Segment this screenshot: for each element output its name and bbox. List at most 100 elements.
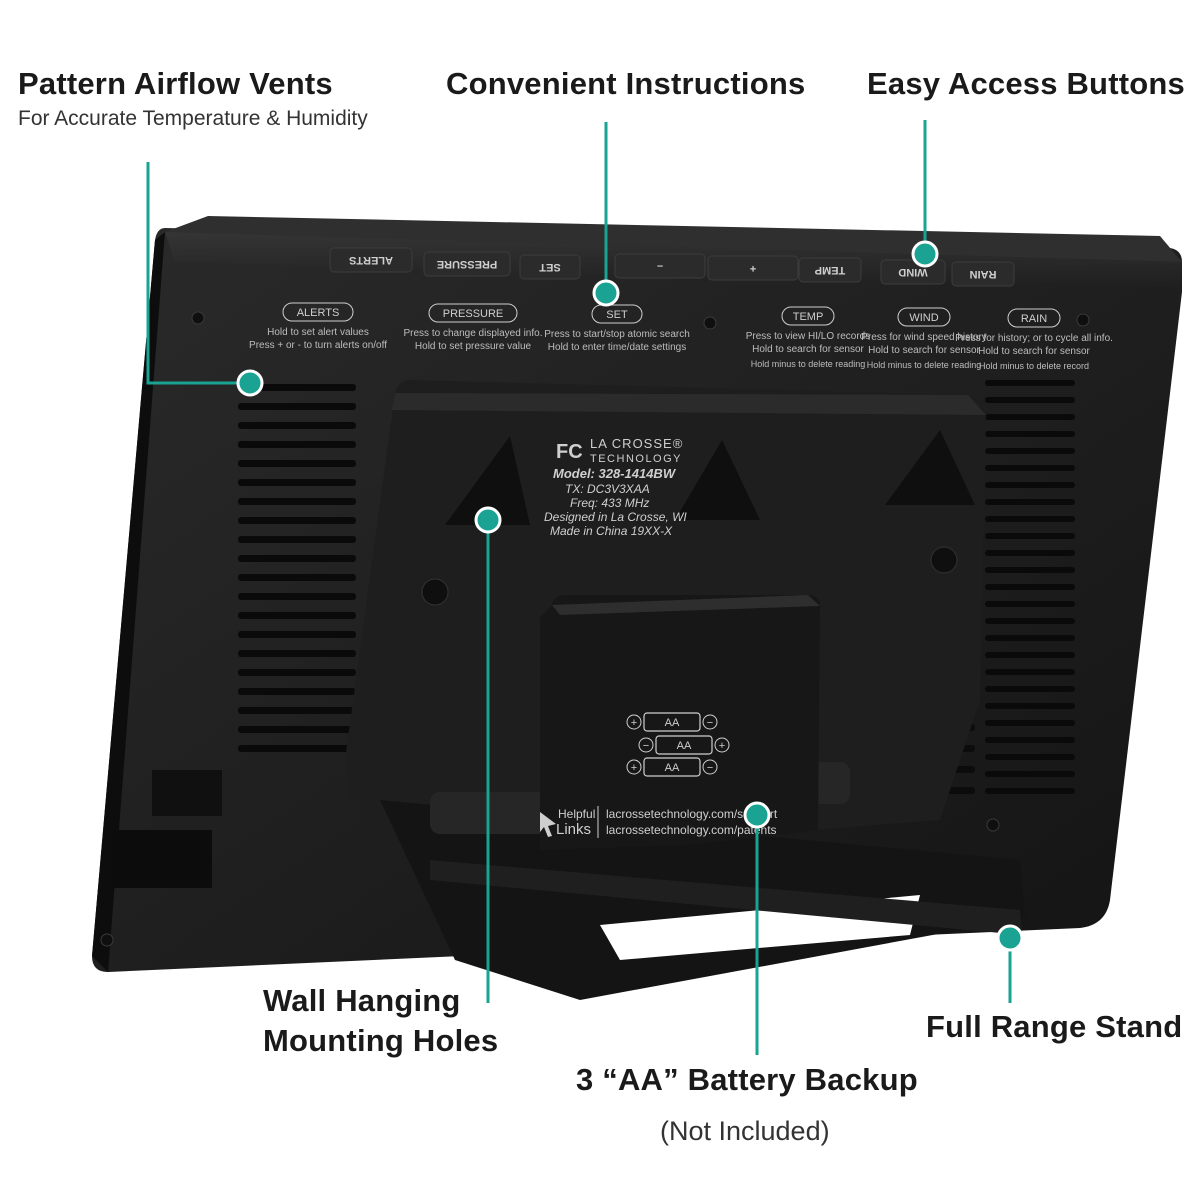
battery-cell-3: AA+− (626, 757, 718, 777)
svg-text:+: + (719, 740, 725, 752)
instruction-label: RAIN (1021, 313, 1047, 325)
vent-slot (985, 550, 1075, 556)
fcc-logo: FC (556, 441, 583, 463)
vents-callout-subtitle: For Accurate Temperature & Humidity (18, 107, 368, 130)
brand-line2: TECHNOLOGY (590, 453, 682, 465)
vent-slot (985, 686, 1075, 692)
tx-text: TX: DC3V3XAA (565, 482, 650, 496)
made-text: Made in China 19XX-X (550, 524, 673, 538)
instruction-line3: Hold minus to delete reading (867, 360, 982, 370)
vent-slot (238, 726, 356, 733)
hardware-button-label: ALERTS (349, 254, 393, 266)
vent-slot (985, 397, 1075, 403)
vent-slot (985, 380, 1075, 386)
vents-dot (236, 369, 264, 397)
hardware-button-label: – (657, 260, 663, 272)
battery-cell-1: AA + − (626, 712, 718, 732)
vent-slot (985, 465, 1075, 471)
vent-slot (985, 414, 1075, 420)
vent-slot (985, 635, 1075, 641)
svg-text:−: − (707, 717, 713, 729)
svg-text:+: + (631, 717, 637, 729)
vent-slot (985, 703, 1075, 709)
hardware-button-1: ALERTS (329, 247, 413, 273)
mounting-dot (474, 506, 502, 534)
vent-slot (238, 555, 356, 562)
instruction-line2: Hold to enter time/date settings (548, 342, 686, 353)
mounting-callout-line1: Wall Hanging (263, 983, 461, 1018)
instruction-line3: Hold minus to delete record (979, 361, 1089, 371)
vent-slot (985, 567, 1075, 573)
vent-slot (238, 631, 356, 638)
battery-cell-2: AA − + (638, 735, 730, 755)
label-plate: FC LA CROSSE® TECHNOLOGY Model: 328-1414… (544, 436, 687, 538)
instruction-line1: Press to start/stop atomic search (544, 329, 690, 340)
instruction-line2: Hold to search for sensor (752, 344, 864, 355)
vent-slot (238, 384, 356, 391)
model-text: Model: 328-1414BW (553, 466, 677, 481)
battery-callout-title: 3 “AA” Battery Backup (576, 1062, 918, 1097)
vent-slot (985, 618, 1075, 624)
instruction-line1: Hold to set alert values (267, 327, 369, 338)
battery-cell-label: AA (677, 740, 692, 752)
instruction-line3: Hold minus to delete reading (751, 359, 866, 369)
instruction-line2: Hold to search for sensor (978, 346, 1090, 357)
svg-text:+: + (631, 762, 637, 774)
vent-slot (985, 448, 1075, 454)
vent-slot (238, 745, 356, 752)
mounting-callout-line2: Mounting Holes (263, 1023, 499, 1058)
vent-slot (238, 422, 356, 429)
instruction-label: TEMP (793, 311, 824, 323)
vent-slot (985, 720, 1075, 726)
vent-slot (985, 737, 1075, 743)
hardware-button-5: + (707, 255, 799, 281)
vent-slot (238, 441, 356, 448)
foot-left-upper (152, 770, 222, 816)
instruction-rain: RAIN Press for history; or to cycle all i… (955, 308, 1113, 371)
vents-callout-title: Pattern Airflow Vents (18, 66, 333, 101)
helpful-label: Helpful (558, 807, 595, 821)
hardware-button-2: PRESSURE (423, 251, 511, 277)
hardware-button-3: SET (519, 254, 581, 280)
vent-slot (985, 669, 1075, 675)
vent-slot (985, 533, 1075, 539)
vent-slot (985, 788, 1075, 794)
helpful-links: Helpful Links lacrossetechnology.com/sup… (540, 806, 778, 838)
mounting-hole-3 (885, 430, 975, 505)
instruction-label: PRESSURE (443, 308, 504, 320)
instruction-line1: Press for history; or to cycle all info. (955, 333, 1113, 344)
instruction-line1: Press to view HI/LO records (746, 331, 870, 342)
battery-dot (743, 801, 771, 829)
links-label: Links (556, 821, 591, 838)
foot-left-lower (112, 830, 212, 888)
cursor-icon (540, 812, 556, 837)
instruction-label: ALERTS (297, 307, 340, 319)
stand-callout-title: Full Range Stand (926, 1009, 1183, 1044)
patents-url: lacrossetechnology.com/patents (606, 823, 777, 837)
instructions-dot (592, 279, 620, 307)
vent-slot (985, 499, 1075, 505)
buttons-dot (911, 240, 939, 268)
battery-cell-label: AA (665, 717, 680, 729)
vent-slot (985, 431, 1075, 437)
battery-callout-note: (Not Included) (660, 1116, 830, 1146)
hardware-button-7: WIND (880, 259, 946, 285)
vent-slot (985, 754, 1075, 760)
vent-slot (238, 517, 356, 524)
vent-slot (238, 593, 356, 600)
svg-text:−: − (643, 740, 649, 752)
hardware-button-6: TEMP (798, 257, 862, 283)
mounting-hole-1 (445, 436, 530, 525)
stand-dot (996, 924, 1024, 952)
designed-text: Designed in La Crosse, WI (544, 510, 687, 524)
vent-slot (985, 482, 1075, 488)
support-url: lacrossetechnology.com/support (606, 807, 778, 821)
hardware-button-label: PRESSURE (437, 258, 498, 270)
callout-leaders (146, 120, 1012, 1055)
instruction-line2: Press + or - to turn alerts on/off (249, 340, 387, 351)
